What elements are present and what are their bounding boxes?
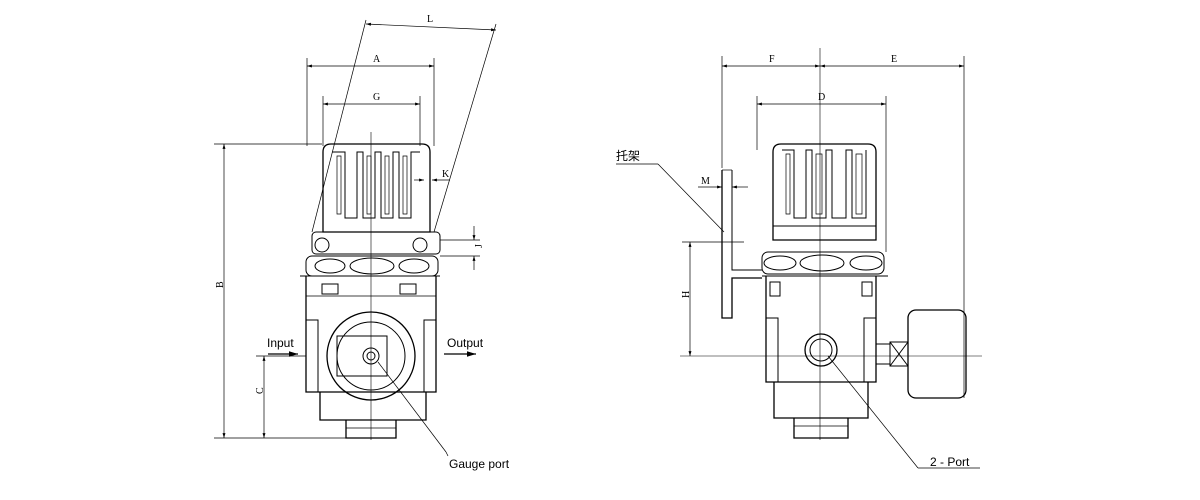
dim-J: J	[440, 226, 485, 270]
dim-label-G: G	[373, 92, 380, 103]
dim-label-H: H	[681, 291, 692, 298]
dim-H: H	[681, 241, 744, 356]
port-callout: 2 - Port	[827, 355, 980, 469]
dim-C: C	[255, 355, 306, 438]
front-view: L A G K J	[214, 14, 510, 471]
dim-M: M	[698, 176, 748, 189]
dim-label-E: E	[891, 54, 897, 65]
front-bonnet	[300, 231, 441, 277]
gauge-port-label: Gauge port	[449, 457, 510, 471]
dim-label-A: A	[373, 54, 381, 65]
dim-label-L: L	[427, 14, 433, 25]
flow-arrows: Input Output	[267, 336, 484, 357]
dim-label-F: F	[769, 54, 775, 65]
front-body	[305, 276, 437, 439]
side-body	[765, 276, 877, 439]
side-knob	[772, 143, 877, 241]
side-bonnet	[761, 251, 888, 277]
dim-label-J: J	[474, 244, 485, 248]
dim-B: B	[214, 143, 346, 439]
dim-label-B: B	[215, 281, 226, 288]
dim-K: K	[414, 169, 450, 182]
bracket-callout: 托架	[616, 149, 725, 233]
front-knob	[322, 143, 431, 233]
gauge-port-callout: Gauge port	[377, 361, 510, 471]
bracket-label: 托架	[616, 149, 640, 163]
output-label: Output	[447, 336, 484, 350]
side-gauge	[875, 309, 967, 399]
dim-D: D	[756, 92, 887, 252]
dim-E: E	[820, 54, 965, 398]
side-bracket	[721, 169, 762, 319]
dim-G: G	[322, 92, 421, 146]
dim-label-D: D	[818, 92, 825, 103]
port-label: 2 - Port	[930, 455, 970, 469]
dim-L: L	[311, 14, 497, 233]
side-view: F E D M H 托架	[616, 48, 982, 469]
dim-label-C: C	[255, 387, 266, 394]
dim-A: A	[306, 54, 435, 146]
dim-label-K: K	[442, 169, 450, 180]
input-label: Input	[267, 336, 294, 350]
dim-label-M: M	[701, 176, 710, 187]
dim-F: F	[721, 54, 820, 168]
